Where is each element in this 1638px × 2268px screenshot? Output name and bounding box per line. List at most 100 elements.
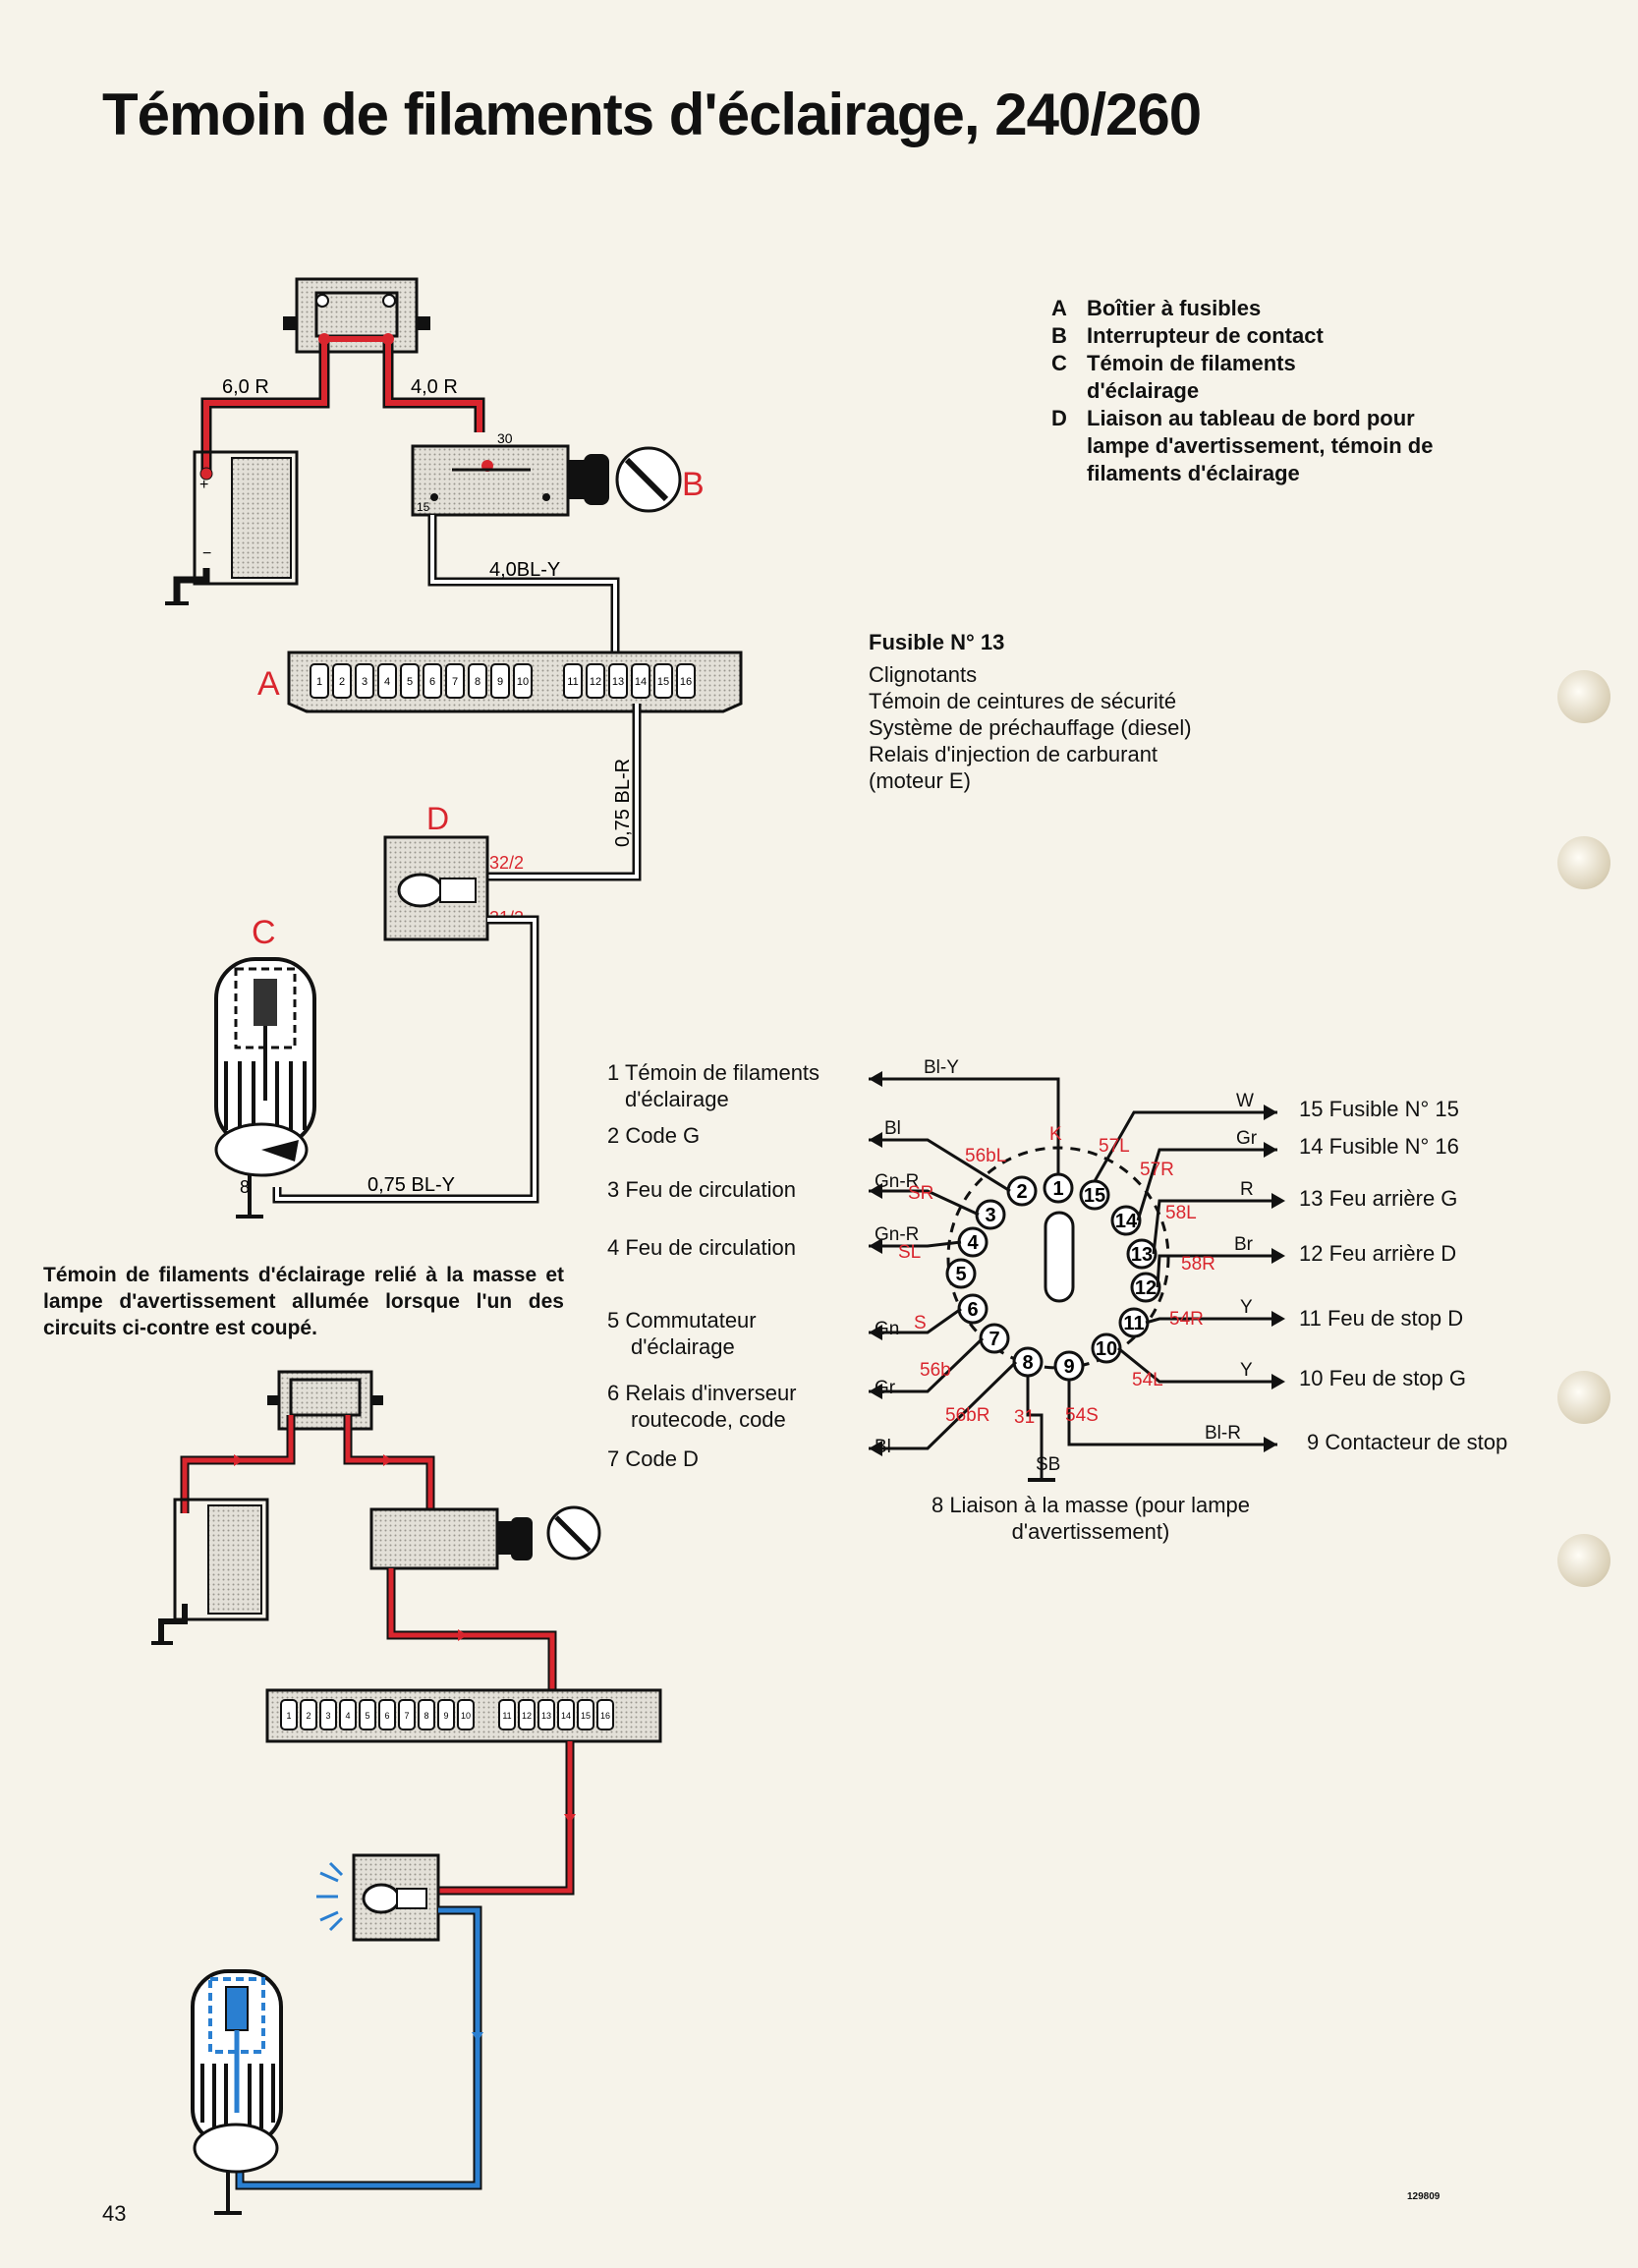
connector-wire — [1093, 1110, 1277, 1182]
terminal-label: SB — [1036, 1454, 1060, 1475]
fuse-number: 16 — [600, 1711, 610, 1721]
fuse-number: 3 — [325, 1711, 330, 1721]
connector-pin: 8 — [1012, 1346, 1044, 1378]
label-a: A — [257, 665, 280, 703]
fuse-slot: 2 — [300, 1699, 317, 1730]
fuse-number: 10 — [517, 676, 529, 688]
fuse-number: 13 — [612, 676, 624, 688]
terminal-label: 56b — [920, 1360, 951, 1381]
fuse-item: Système de préchauffage (diesel) — [869, 715, 1192, 740]
fuse-slot: 4 — [339, 1699, 357, 1730]
svg-text:6: 6 — [967, 1299, 978, 1321]
wire-arrow — [869, 1384, 882, 1399]
wire-arrow — [869, 1071, 882, 1087]
svg-text:2: 2 — [1016, 1181, 1027, 1203]
wire-arrow — [1271, 1311, 1285, 1327]
connector-wire — [869, 1307, 962, 1334]
fuse-number: 12 — [590, 676, 601, 688]
fuse-slot: 10 — [513, 663, 533, 699]
connector-pin: 2 — [1006, 1175, 1038, 1207]
connector-pin: 11 — [1118, 1307, 1150, 1338]
fuse-slot: 6 — [378, 1699, 396, 1730]
connector-pin: 10 — [1091, 1332, 1122, 1364]
fuse-number: 9 — [497, 676, 503, 688]
fuse-number: 7 — [452, 676, 458, 688]
pin-label-4: 4 Feu de circulation — [607, 1235, 796, 1260]
pin-label-2: 2 Code G — [607, 1123, 701, 1148]
connector-wire — [1156, 1254, 1277, 1288]
fuse-item: Relais d'injection de carburant — [869, 742, 1158, 766]
terminal-label: K — [1049, 1124, 1062, 1145]
svg-text:7: 7 — [988, 1329, 999, 1350]
fuse-slot: 7 — [445, 663, 465, 699]
terminal-label: 57L — [1099, 1136, 1130, 1157]
fuse-number: 13 — [541, 1711, 551, 1721]
fuse-slot: 11 — [498, 1699, 516, 1730]
connector-pin: 5 — [945, 1258, 977, 1289]
fuse-13-list: Fusible N° 13 Clignotants Témoin de cein… — [869, 629, 1192, 794]
wire-color-label: Bl — [875, 1437, 891, 1457]
wire-arrow — [1264, 1437, 1277, 1452]
binder-hole — [1557, 1534, 1610, 1587]
svg-text:14: 14 — [1115, 1211, 1138, 1232]
fuse-slot: 12 — [586, 663, 605, 699]
wire-color-label: Bl-R — [1205, 1423, 1241, 1444]
connector-pin: 12 — [1130, 1272, 1161, 1303]
fuse-slot: 15 — [653, 663, 673, 699]
svg-text:−: − — [202, 545, 211, 562]
connector-pin: 14 — [1110, 1205, 1142, 1236]
fuse-number: 1 — [286, 1711, 291, 1721]
svg-text:3: 3 — [985, 1205, 995, 1226]
terminal-label: SR — [908, 1183, 933, 1204]
fuse-number: 6 — [384, 1711, 389, 1721]
connector-pin: 7 — [979, 1323, 1010, 1354]
fuse-number: 3 — [362, 676, 367, 688]
fuse-slot: 9 — [437, 1699, 455, 1730]
page-title: Témoin de filaments d'éclairage, 240/260 — [102, 82, 1202, 147]
terminal-label: 57R — [1140, 1160, 1174, 1180]
svg-text:4: 4 — [967, 1232, 979, 1254]
terminal-label: 56bL — [965, 1146, 1006, 1166]
fuse-number: 16 — [680, 676, 692, 688]
connector-pin: 13 — [1126, 1238, 1158, 1270]
fuse-slot: 5 — [359, 1699, 376, 1730]
wire-arrow — [869, 1132, 882, 1148]
terminal-label: SL — [898, 1242, 921, 1263]
fuse-item: (moteur E) — [869, 768, 971, 793]
battery — [193, 450, 299, 586]
reference-number: 129809 — [1407, 2191, 1440, 2202]
fuse-item: Clignotants — [869, 662, 978, 687]
fuse-slot: 1 — [280, 1699, 298, 1730]
connector-wire — [1152, 1199, 1277, 1255]
fuse-number: 8 — [475, 676, 480, 688]
label-b: B — [682, 466, 705, 503]
fuse-number: 6 — [429, 676, 435, 688]
connector-wire — [869, 1138, 1011, 1193]
wire-label: 0,75 BL-R — [612, 759, 634, 847]
svg-text:10: 10 — [1096, 1338, 1117, 1360]
fuse-number: 11 — [567, 676, 578, 688]
connector-wire — [869, 1189, 980, 1217]
wire-color-label: Gn — [875, 1319, 899, 1339]
wire-arrow — [1271, 1248, 1285, 1264]
connector-wire — [869, 1360, 1018, 1450]
wire-color-label: R — [1240, 1179, 1254, 1200]
svg-text:8: 8 — [1022, 1352, 1033, 1374]
fuse-slot: 3 — [355, 663, 374, 699]
fuse-slot: 7 — [398, 1699, 416, 1730]
fuse-slot: 16 — [596, 1699, 614, 1730]
wire-color-label: Gr — [875, 1378, 896, 1398]
wire-arrow — [869, 1441, 882, 1456]
wire-arrow — [1264, 1142, 1277, 1158]
connector-wire — [869, 1336, 985, 1393]
binder-hole — [1557, 670, 1610, 723]
connector-pin: 4 — [957, 1226, 988, 1258]
connector-wire — [1067, 1380, 1277, 1446]
light-switch-c: 8 — [214, 957, 316, 1219]
